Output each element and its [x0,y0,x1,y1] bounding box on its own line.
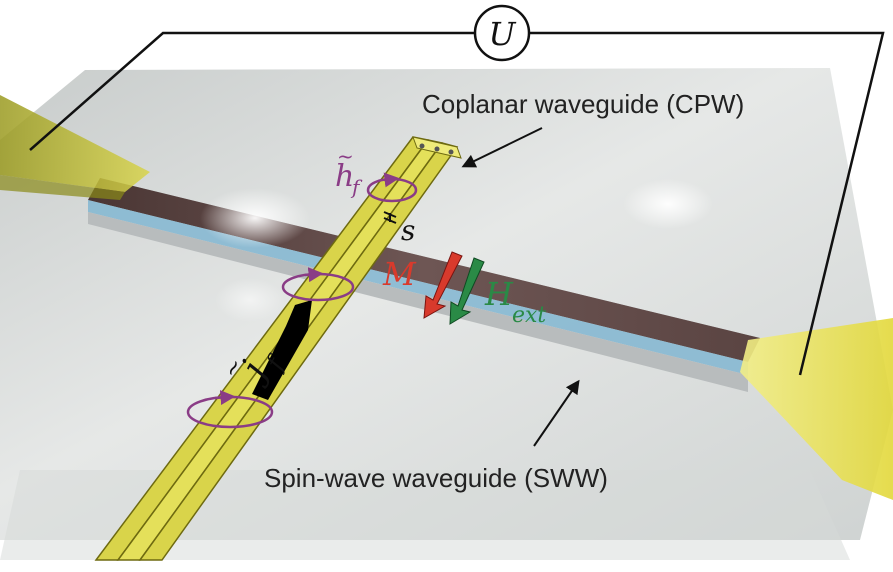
h-field-symbol: h [335,159,354,194]
voltage-label: U [489,15,517,53]
ext-field-subscript: ext [512,303,546,328]
light-glow [200,188,310,248]
cpw-pointer [461,127,543,168]
right-probe [740,318,893,500]
left-probe [0,95,150,200]
voltmeter-circuit: U [29,4,885,376]
field-loop-top [366,172,418,203]
sww-pointer [533,379,580,447]
magnetization-arrow [423,251,463,319]
h-field-tilde: ~ [337,144,354,168]
light-glow [215,278,285,322]
voltmeter-symbol [473,4,531,62]
ext-field-label: H ext [484,275,546,328]
ext-field-arrow [449,257,485,325]
field-loop-middle [281,267,355,302]
spacing-symbol: s [401,214,415,247]
ext-field-symbol: H [484,275,514,313]
field-loop-bottom [186,390,274,429]
magnetization-symbol: M [382,255,417,293]
cpw-label: Coplanar waveguide (CPW) [422,89,744,119]
current-arrow [252,300,312,400]
sww-label: Spin-wave waveguide (SWW) [264,463,608,493]
spacing-marker [383,211,397,224]
light-glow [623,179,713,229]
